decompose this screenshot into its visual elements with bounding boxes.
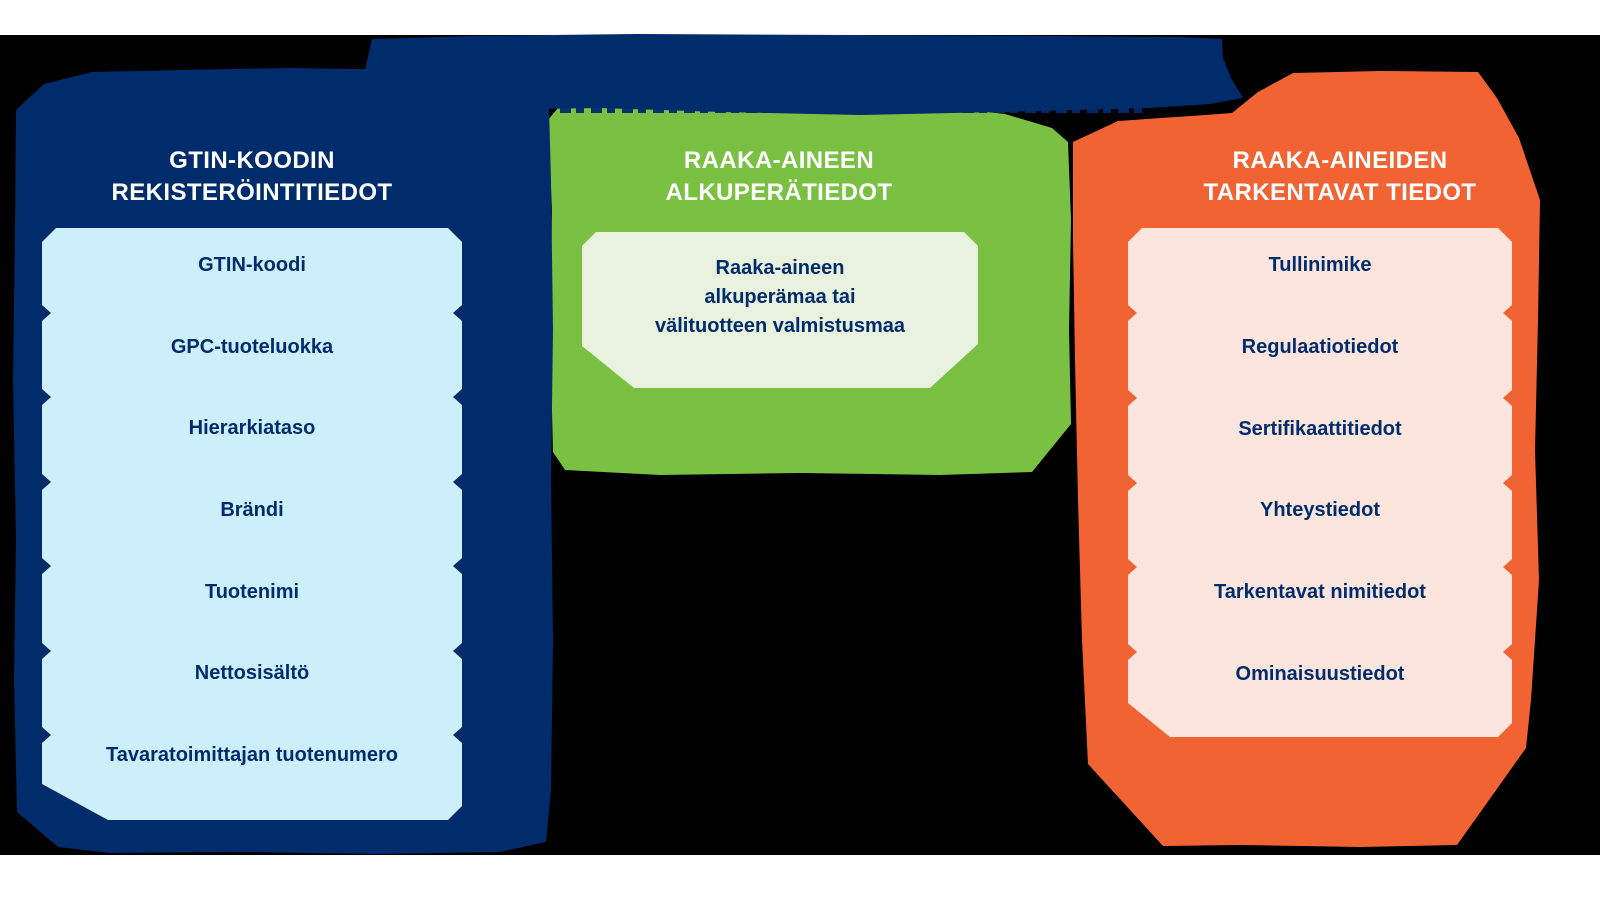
list-item: GPC-tuoteluokka (170, 335, 334, 358)
banner-hidden-text-artifact (560, 100, 1145, 113)
panel-title-line: TARKENTAVAT TIEDOT (1203, 179, 1477, 206)
list-item: Yhteystiedot (1259, 499, 1381, 522)
panel-title-line: GTIN-KOODIN (169, 147, 335, 174)
list-item: Ominaisuustiedot (1235, 662, 1405, 685)
origin-box-line: Raaka-aineen (715, 256, 845, 279)
panel-title-line: RAAKA-AINEIDEN (1232, 147, 1448, 174)
panel-title-gtin-registration: GTIN-KOODIN REKISTERÖINTITIEDOT (52, 145, 452, 215)
list-item: Tarkentavat nimitiedot (1214, 581, 1426, 604)
panel-title-raw-material-details: RAAKA-AINEIDEN TARKENTAVAT TIEDOT (1140, 145, 1540, 215)
list-item: Nettosisältö (194, 662, 310, 685)
gtin-registration-items-box: GTIN-koodi GPC-tuoteluokka Hierarkiataso… (42, 228, 462, 820)
raw-material-origin-box: Raaka-aineen alkuperämaa tai välituottee… (582, 232, 978, 388)
list-item: Hierarkiataso (188, 417, 316, 440)
panel-title-line: REKISTERÖINTITIEDOT (111, 179, 393, 206)
panel-title-line: ALKUPERÄTIEDOT (665, 179, 893, 206)
list-item: Sertifikaattitiedot (1238, 417, 1402, 440)
list-item: Tullinimike (1268, 254, 1372, 276)
list-item: Tavaratoimittajan tuotenumero (106, 743, 398, 766)
panel-title-raw-material-origin: RAAKA-AINEEN ALKUPERÄTIEDOT (579, 145, 979, 215)
list-item: Regulaatiotiedot (1241, 335, 1399, 358)
list-item: Tuotenimi (204, 580, 300, 603)
title-banner-shape (365, 34, 1243, 115)
raw-material-details-items-box: Tullinimike Regulaatiotiedot Sertifikaat… (1128, 228, 1512, 737)
panel-title-line: RAAKA-AINEEN (683, 147, 875, 174)
origin-box-line: alkuperämaa tai (704, 285, 856, 308)
list-item: GTIN-koodi (198, 254, 306, 276)
origin-box-text: Raaka-aineen alkuperämaa tai välituottee… (655, 254, 905, 341)
list-item: Brändi (220, 498, 284, 521)
origin-box-line: välituotteen valmistusmaa (654, 314, 906, 337)
